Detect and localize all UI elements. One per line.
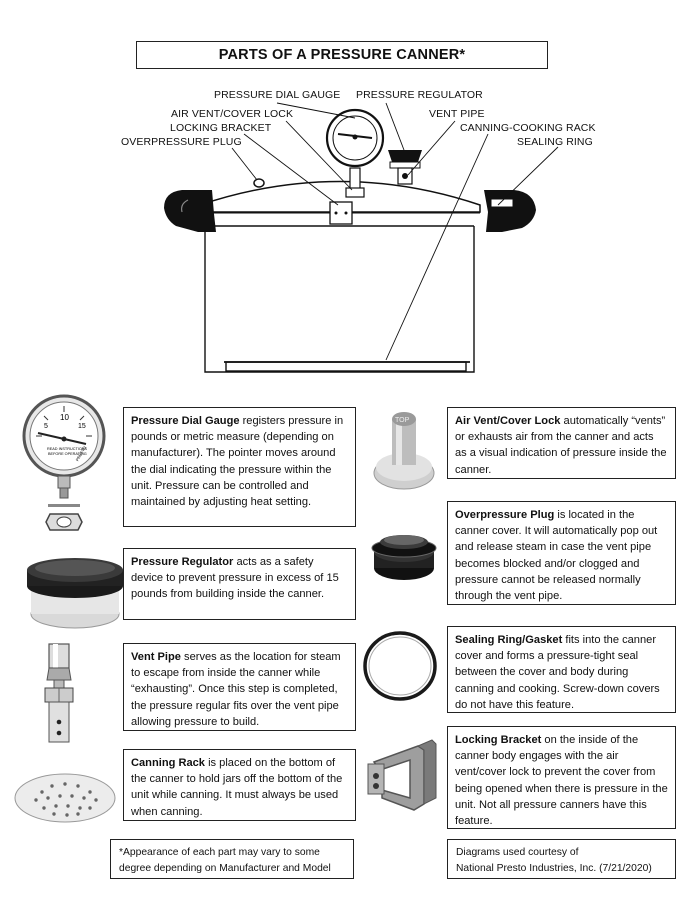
- pressure-regulator-shape: [388, 150, 422, 185]
- desc-sealing-ring-gasket: Sealing Ring/Gasket fits into the canner…: [447, 626, 676, 713]
- right-handle: [484, 190, 536, 232]
- desc-air-vent-cover-lock-text: automatically “vents” or exhausts air fr…: [455, 415, 667, 476]
- sealing-ring-image: [363, 631, 437, 701]
- desc-vent-pipe-name: Vent Pipe: [131, 651, 181, 663]
- label-pressure-dial-gauge: PRESSURE DIAL GAUGE: [214, 89, 341, 101]
- desc-vent-pipe: Vent Pipe serves as the location for ste…: [123, 643, 356, 731]
- canning-rack-image: [14, 773, 116, 823]
- locking-bracket-shape: [329, 201, 353, 225]
- desc-air-vent-cover-lock: Air Vent/Cover Lock automatically “vents…: [447, 407, 676, 479]
- canner-lid: [199, 180, 481, 214]
- dial-gauge-shape: [325, 108, 385, 198]
- desc-pressure-dial-gauge: Pressure Dial Gauge registers pressure i…: [123, 407, 356, 527]
- left-handle: [164, 190, 216, 232]
- desc-overpressure-plug: Overpressure Plug is located in the cann…: [447, 501, 676, 605]
- dial-gauge-image: 10 15 5 READ INSTRUCTIONS BEFORE OPERATI…: [22, 394, 106, 531]
- desc-sealing-ring-gasket-name: Sealing Ring/Gasket: [455, 634, 563, 646]
- credit-line-2: National Presto Industries, Inc. (7/21/2…: [456, 863, 652, 874]
- pressure-regulator-image: [27, 558, 123, 629]
- desc-locking-bracket: Locking Bracket on the inside of the can…: [447, 726, 676, 829]
- desc-vent-pipe-text: serves as the location for steam to esca…: [131, 651, 341, 728]
- credit-line-1: Diagrams used courtesy of: [456, 847, 579, 858]
- label-vent-pipe: VENT PIPE: [429, 108, 485, 120]
- gauge-face-read: READ INSTRUCTIONS: [47, 447, 88, 451]
- gauge-face-before: BEFORE OPERATING: [48, 452, 87, 456]
- desc-locking-bracket-name: Locking Bracket: [455, 734, 542, 746]
- desc-canning-rack-text: is placed on the bottom of the canner to…: [131, 757, 343, 818]
- label-locking-bracket: LOCKING BRACKET: [170, 122, 272, 134]
- air-vent-cover-lock-image: TOP: [373, 412, 435, 490]
- leader-lines: [231, 102, 559, 361]
- label-canning-cooking-rack: CANNING-COOKING RACK: [460, 122, 596, 134]
- gauge-number-10: 10: [60, 413, 69, 422]
- label-sealing-ring: SEALING RING: [517, 136, 593, 148]
- desc-pressure-dial-gauge-name: Pressure Dial Gauge: [131, 415, 240, 427]
- desc-canning-rack: Canning Rack is placed on the bottom of …: [123, 749, 356, 821]
- canner-body: [204, 225, 475, 373]
- overpressure-plug-image: [371, 535, 437, 580]
- desc-sealing-ring-gasket-text: fits into the canner cover and forms a p…: [455, 634, 660, 711]
- desc-pressure-dial-gauge-text: registers pressure in pounds or metric m…: [131, 415, 344, 509]
- label-pressure-regulator: PRESSURE REGULATOR: [356, 89, 483, 101]
- overpressure-plug-shape: [253, 178, 265, 188]
- label-air-vent-cover-lock: AIR VENT/COVER LOCK: [171, 108, 294, 120]
- desc-air-vent-cover-lock-name: Air Vent/Cover Lock: [455, 415, 561, 427]
- credit-note: Diagrams used courtesy of National Prest…: [447, 839, 676, 879]
- plug-top-text: TOP: [395, 417, 410, 424]
- desc-pressure-regulator: Pressure Regulator acts as a safety devi…: [123, 548, 356, 620]
- desc-pressure-regulator-name: Pressure Regulator: [131, 556, 234, 568]
- vent-pipe-image: [44, 643, 74, 743]
- desc-locking-bracket-text: on the inside of the canner body engages…: [455, 734, 668, 828]
- desc-overpressure-plug-text: is located in the canner cover. It will …: [455, 509, 658, 603]
- page-title: PARTS OF A PRESSURE CANNER*: [136, 41, 548, 69]
- desc-pressure-regulator-text: acts as a safety device to prevent press…: [131, 556, 339, 601]
- desc-overpressure-plug-name: Overpressure Plug: [455, 509, 555, 521]
- gauge-number-5: 5: [44, 423, 48, 430]
- footnote: *Appearance of each part may vary to som…: [110, 839, 354, 879]
- pressure-canner-diagram: [164, 102, 559, 373]
- label-overpressure-plug: OVERPRESSURE PLUG: [121, 136, 242, 148]
- locking-bracket-image: [367, 739, 437, 811]
- gauge-number-15: 15: [78, 423, 86, 430]
- desc-canning-rack-name: Canning Rack: [131, 757, 205, 769]
